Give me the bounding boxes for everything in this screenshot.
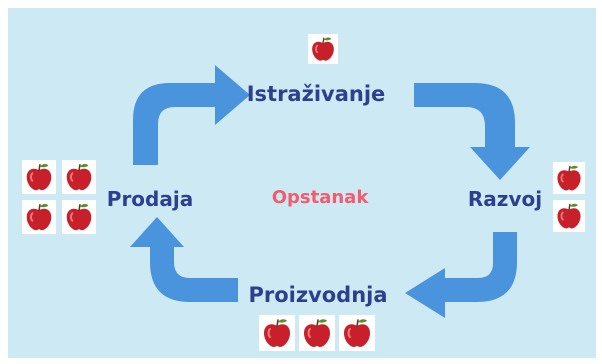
arrow-prodaja-to-istrazivanje	[133, 65, 250, 165]
node-label-razvoj: Razvoj	[468, 187, 542, 211]
arrow-istrazivanje-to-razvoj	[414, 83, 530, 180]
node-label-istrazivanje: Istraživanje	[247, 82, 386, 106]
arrow-proizvodnja-to-prodaja	[130, 217, 238, 302]
apple-icon	[22, 160, 56, 194]
apple-icon	[22, 200, 56, 234]
node-label-prodaja: Prodaja	[107, 187, 193, 211]
apple-icon	[553, 200, 585, 232]
apple-icon	[553, 162, 585, 194]
arrow-razvoj-to-proizvodnja	[405, 232, 517, 318]
apple-icon	[339, 315, 375, 351]
apple-icon	[62, 160, 96, 194]
center-label: Opstanak	[272, 187, 370, 208]
apple-icon	[308, 34, 338, 64]
apples-proizvodnja	[259, 315, 375, 351]
apple-icon	[62, 200, 96, 234]
apples-istrazivanje	[308, 34, 338, 64]
apple-icon	[299, 315, 335, 351]
apple-icon	[259, 315, 295, 351]
node-label-proizvodnja: Proizvodnja	[248, 283, 387, 307]
diagram-background	[8, 8, 596, 358]
